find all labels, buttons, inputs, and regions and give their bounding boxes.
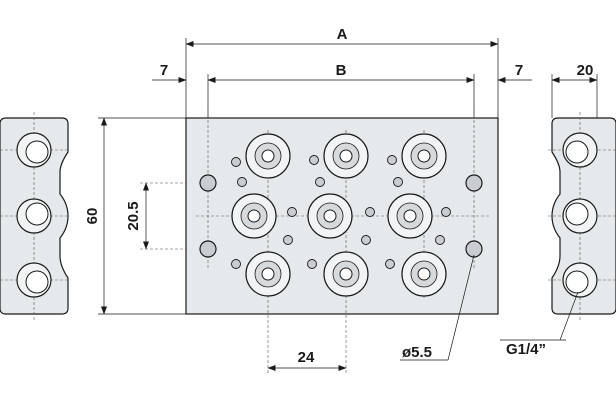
side-port <box>16 132 52 168</box>
port <box>401 133 447 179</box>
pilot-hole <box>441 207 451 217</box>
mount-hole-callout: ø5.5 <box>400 254 475 361</box>
dimension-column-pitch-label: 24 <box>298 349 315 366</box>
dimension-a-label: A <box>337 26 348 43</box>
pilot-hole <box>435 235 445 245</box>
pilot-hole <box>365 207 375 217</box>
pilot-hole <box>283 235 293 245</box>
mounting-hole <box>199 174 217 192</box>
port-thread-label: G1/4” <box>506 341 546 358</box>
pilot-hole <box>307 259 317 269</box>
dimension-b-label: B <box>336 62 347 79</box>
dimension-b: B <box>207 62 475 118</box>
dimension-right-offset-label: 7 <box>515 62 523 79</box>
pilot-holes <box>231 155 451 269</box>
dimension-right-offset: 7 <box>497 62 532 83</box>
pilot-hole <box>237 177 247 187</box>
dimension-row-pitch-label: 20.5 <box>125 201 142 230</box>
dimension-left-offset-label: 7 <box>160 62 168 79</box>
pilot-hole <box>315 177 325 187</box>
pilot-hole <box>287 207 297 217</box>
mount-hole-label: ø5.5 <box>402 344 432 361</box>
left-side-view <box>0 112 69 320</box>
dimension-height-label: 60 <box>84 208 101 225</box>
port <box>307 193 353 239</box>
pilot-hole <box>231 157 241 167</box>
port <box>387 193 433 239</box>
port <box>323 133 369 179</box>
dimension-height: 60 <box>84 117 186 315</box>
side-port <box>562 198 598 234</box>
mounting-hole <box>199 240 217 258</box>
port <box>245 251 291 297</box>
pilot-hole <box>387 155 397 165</box>
dimension-side-width-label: 20 <box>577 62 594 79</box>
mounting-hole <box>465 240 483 258</box>
right-side-view <box>548 112 616 320</box>
pilot-hole <box>393 177 403 187</box>
mounting-hole <box>465 174 483 192</box>
side-port <box>562 132 598 168</box>
port-thread-callout: G1/4” <box>500 291 579 358</box>
pilot-hole <box>385 259 395 269</box>
side-port <box>16 262 52 298</box>
port <box>401 251 447 297</box>
pilot-hole <box>231 259 241 269</box>
port <box>323 251 369 297</box>
port <box>231 193 277 239</box>
mounting-holes <box>199 174 483 258</box>
pilot-hole <box>361 235 371 245</box>
dimension-left-offset: 7 <box>152 62 187 83</box>
ports <box>231 133 447 297</box>
side-port <box>562 262 598 298</box>
manifold-front-view <box>185 105 499 375</box>
dimension-column-pitch: 24 <box>267 349 347 371</box>
pilot-hole <box>309 155 319 165</box>
port <box>245 133 291 179</box>
dimension-side-width: 20 <box>551 62 598 118</box>
side-port <box>16 198 52 234</box>
